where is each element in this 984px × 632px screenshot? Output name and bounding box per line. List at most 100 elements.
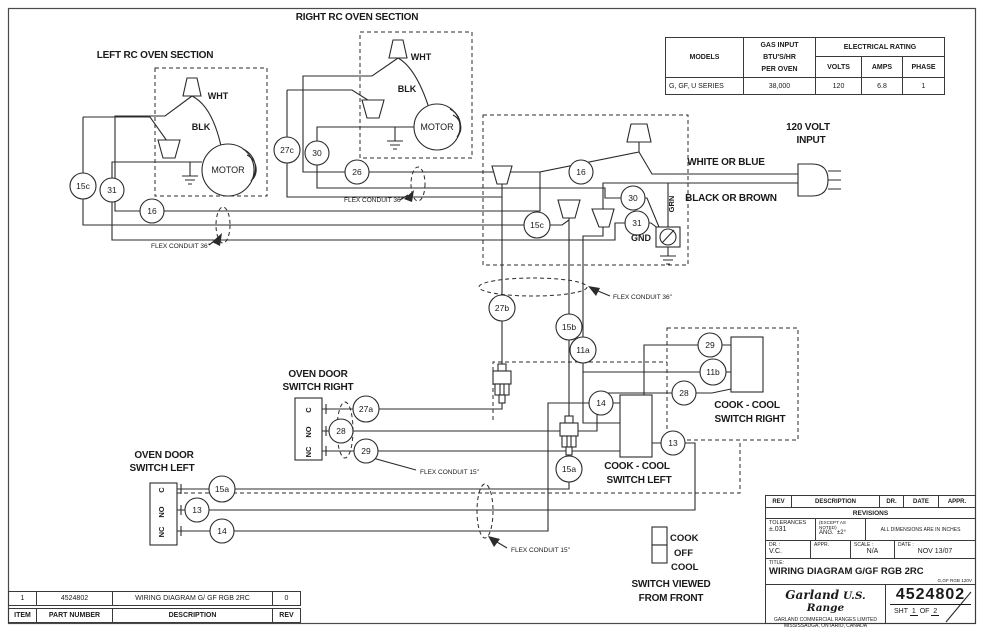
wire-ref-label: 16	[576, 167, 586, 177]
item-part-number: 4524802	[37, 592, 113, 605]
wire-ref-label: 11b	[706, 367, 720, 377]
wire-ref-label: 31	[107, 185, 117, 195]
oven-door-switch-left-body	[149, 482, 178, 546]
oven-door-right-title-1: OVEN DOOR	[288, 369, 348, 380]
tb-sheet-total: 2	[931, 608, 940, 616]
white-or-blue-label: WHITE OR BLUE	[687, 157, 765, 168]
wire-ref-ccr_29: 29	[697, 332, 723, 358]
terminal-nc: NC	[304, 446, 313, 457]
flex-conduit-label: FLEX CONDUIT 15"	[511, 547, 571, 554]
wire-ref-left_16: 16	[139, 198, 165, 224]
gnd-label: GND	[631, 233, 652, 243]
tb-company-1: GARLAND COMMERCIAL RANGES LIMITED	[774, 617, 877, 623]
tb-scale-value: N/A	[866, 548, 879, 555]
power-plug-icon	[797, 163, 829, 197]
spec-volts-value: 120	[816, 78, 862, 94]
wire-connector-icon	[361, 99, 385, 119]
tb-date-value: NOV 13/07	[917, 548, 953, 555]
item-table: 1 4524802 WIRING DIAGRAM G/ GF RGB 2RC 0…	[8, 591, 301, 623]
junction-box-boundary	[482, 114, 689, 266]
front-switch-upper	[651, 526, 668, 546]
front-switch-caption-2: FROM FRONT	[639, 593, 704, 604]
wire-connector-icon	[388, 39, 408, 59]
tb-ang-value: ±2°	[837, 530, 847, 536]
wire-ref-right_30: 30	[304, 140, 330, 166]
item-header-rev: REV	[279, 612, 294, 619]
flex-conduit-label: FLEX CONDUIT 15"	[420, 469, 480, 476]
flex-conduit-label: FLEX CONDUIT 36"	[613, 294, 673, 301]
front-switch-lower	[651, 544, 668, 564]
oven-door-switch-right-body	[294, 397, 323, 461]
tb-title-note: G,GF RGB 120V	[937, 578, 972, 583]
wire-ref-dl_13: 13	[184, 497, 210, 523]
title-block: REV DESCRIPTION DR. DATE APPR. REVISIONS…	[765, 495, 976, 629]
wire-ref-ccl_14: 14	[588, 390, 614, 416]
spec-gas-1: GAS INPUT	[760, 42, 799, 50]
wire-ref-label: 27c	[280, 145, 294, 155]
wire-ref-label: 26	[352, 167, 362, 177]
cook-cool-right-title-1: COOK - COOL	[714, 400, 780, 411]
tb-sht-label: SHT	[894, 608, 908, 615]
motor-label: MOTOR	[420, 122, 454, 132]
item-header-part: PART NUMBER	[37, 609, 113, 622]
spec-electrical-header: ELECTRICAL RATING	[816, 38, 944, 57]
oven-door-left-title-2: SWITCH LEFT	[129, 463, 194, 474]
wire-ref-dl_15a: 15a	[208, 475, 236, 503]
tb-title-label: TITLE:	[769, 560, 785, 566]
spec-table: MODELS GAS INPUT BTU'S/HR PER OVEN ELECT…	[665, 37, 945, 95]
spec-gas-value: 38,000	[744, 78, 816, 94]
spec-gas-2: BTU'S/HR	[763, 53, 796, 61]
wire-ref-label: 28	[336, 426, 346, 436]
blk-label: BLK	[398, 84, 417, 94]
flex-conduit-label: FLEX CONDUIT 36"	[344, 197, 404, 204]
wire-ref-label: 14	[217, 526, 227, 536]
tb-dr-value: V.C.	[769, 548, 782, 555]
tb-rev-header: REV	[766, 496, 792, 507]
front-switch-off-label: OFF	[674, 548, 693, 559]
front-switch-caption-1: SWITCH VIEWED	[631, 579, 710, 590]
wire-ref-dr_29: 29	[353, 438, 379, 464]
ground-terminal	[655, 226, 681, 248]
dashed-enclosures	[154, 31, 799, 494]
garland-logo: Garland	[785, 588, 840, 602]
spec-models-header: MODELS	[666, 38, 744, 77]
terminal-c: C	[157, 487, 166, 493]
item-description: WIRING DIAGRAM G/ GF RGB 2RC	[113, 592, 273, 605]
wire-ref-dr_27a: 27a	[352, 395, 380, 423]
wire-ref-label: 29	[705, 340, 715, 350]
tb-tolerances-label: TOLERANCES	[769, 520, 807, 526]
cook-cool-right-boundary	[666, 327, 799, 441]
black-or-brown-label: BLACK OR BROWN	[685, 193, 777, 204]
wire-ref-left_31: 31	[99, 177, 125, 203]
wire-ref-label: 15a	[562, 464, 576, 474]
cook-cool-switch-left-body	[619, 394, 653, 458]
tb-ang-label: ANG.	[819, 530, 834, 536]
spec-volts-header: VOLTS	[816, 57, 862, 77]
wire-ref-right_27c: 27c	[273, 136, 301, 164]
front-switch-cook-label: COOK	[670, 533, 699, 544]
spec-phase-header: PHASE	[911, 63, 936, 71]
wire-ref-ccl_13: 13	[660, 430, 686, 456]
power-title-2: INPUT	[796, 135, 825, 146]
wire-ref-mid_27b: 27b	[488, 294, 516, 322]
diagram-labels: LEFT RC OVEN SECTION RIGHT RC OVEN SECTI…	[97, 12, 830, 604]
wire-ref-ccr_11b: 11b	[699, 358, 727, 386]
wire-ref-label: 11a	[576, 345, 590, 355]
spec-phase-value: 1	[921, 82, 926, 90]
cook-cool-right-title-2: SWITCH RIGHT	[715, 414, 786, 425]
wire-ref-mid_15b: 15b	[555, 313, 583, 341]
tb-except-note: (EXCEPT AS NOTED)	[819, 520, 846, 530]
wire-ref-label: 15c	[530, 220, 544, 230]
oven-door-left-title-1: OVEN DOOR	[134, 450, 194, 461]
wire-ref-label: 30	[312, 148, 322, 158]
cook-cool-switch-right-body	[730, 336, 764, 393]
wht-label: WHT	[208, 91, 229, 101]
tb-revisions-banner: REVISIONS	[766, 508, 975, 519]
motor-label: MOTOR	[211, 165, 245, 175]
tb-tolerances-value: ±.031	[769, 526, 787, 533]
us-range-logo: U.S. Range	[806, 590, 866, 614]
wire-ref-label: 13	[668, 438, 678, 448]
wire-connector-icon	[591, 208, 615, 228]
tb-dims-note: ALL DIMENSIONS ARE IN INCHES	[880, 526, 961, 533]
